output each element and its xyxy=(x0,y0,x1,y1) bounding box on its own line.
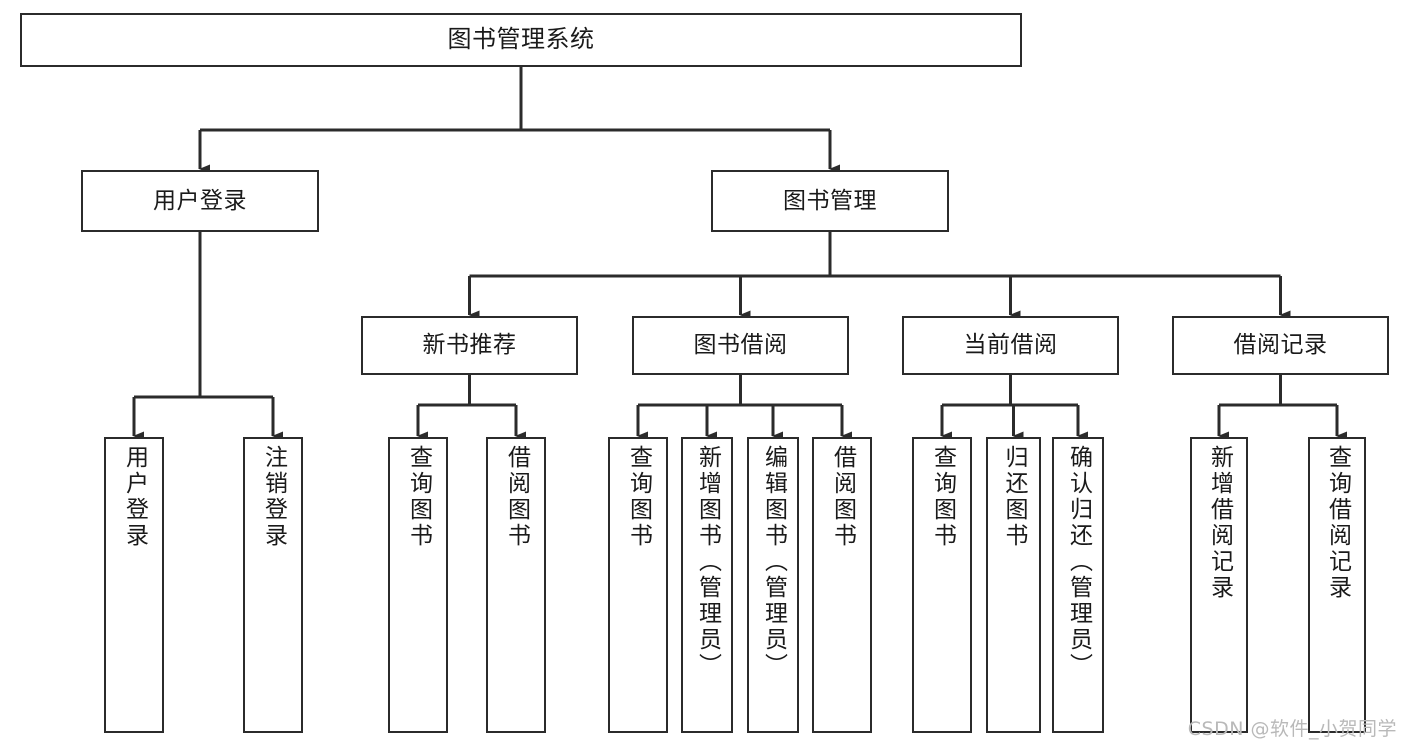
node-book-manage[interactable]: 图书管理 xyxy=(711,170,949,232)
node-leaf-return-book[interactable]: 归还图书 xyxy=(986,437,1041,733)
node-leaf-query-book-1-label: 查询图书 xyxy=(405,445,432,549)
node-book-borrow-label: 图书借阅 xyxy=(693,332,788,359)
node-leaf-add-book-admin-label: 新增图书（管理员） xyxy=(694,445,721,679)
node-leaf-return-book-label: 归还图书 xyxy=(1001,445,1027,549)
node-leaf-user-login-label: 用户登录 xyxy=(121,445,148,549)
node-current-borrow-label: 当前借阅 xyxy=(963,332,1058,359)
node-leaf-query-book-1[interactable]: 查询图书 xyxy=(388,437,448,733)
node-current-borrow[interactable]: 当前借阅 xyxy=(902,316,1119,375)
node-new-book-recommend[interactable]: 新书推荐 xyxy=(361,316,578,375)
node-user-login-label: 用户登录 xyxy=(153,187,247,214)
node-user-login[interactable]: 用户登录 xyxy=(81,170,319,232)
node-leaf-edit-book-admin[interactable]: 编辑图书（管理员） xyxy=(747,437,799,733)
node-leaf-query-book-2-label: 查询图书 xyxy=(625,445,652,549)
node-leaf-borrow-book-1-label: 借阅图书 xyxy=(503,445,530,549)
node-leaf-user-logout[interactable]: 注销登录 xyxy=(243,437,303,733)
node-book-manage-label: 图书管理 xyxy=(783,187,877,214)
node-root[interactable]: 图书管理系统 xyxy=(20,13,1022,67)
node-root-label: 图书管理系统 xyxy=(447,25,595,54)
node-leaf-query-borrow-record[interactable]: 查询借阅记录 xyxy=(1308,437,1366,733)
node-leaf-borrow-book-2-label: 借阅图书 xyxy=(829,445,856,549)
node-leaf-query-book-3-label: 查询图书 xyxy=(929,445,956,549)
node-borrow-record-label: 借阅记录 xyxy=(1233,332,1328,359)
node-leaf-query-borrow-record-label: 查询借阅记录 xyxy=(1324,445,1351,601)
node-leaf-confirm-return-admin-label: 确认归还（管理员） xyxy=(1065,445,1092,679)
node-book-borrow[interactable]: 图书借阅 xyxy=(632,316,849,375)
node-leaf-query-book-3[interactable]: 查询图书 xyxy=(912,437,972,733)
node-leaf-add-book-admin[interactable]: 新增图书（管理员） xyxy=(681,437,733,733)
node-leaf-add-borrow-record[interactable]: 新增借阅记录 xyxy=(1190,437,1248,733)
node-leaf-borrow-book-2[interactable]: 借阅图书 xyxy=(812,437,872,733)
node-leaf-edit-book-admin-label: 编辑图书（管理员） xyxy=(760,445,787,679)
node-leaf-add-borrow-record-label: 新增借阅记录 xyxy=(1206,445,1233,601)
node-leaf-user-login[interactable]: 用户登录 xyxy=(104,437,164,733)
node-leaf-query-book-2[interactable]: 查询图书 xyxy=(608,437,668,733)
node-new-book-recommend-label: 新书推荐 xyxy=(422,332,517,359)
node-leaf-borrow-book-1[interactable]: 借阅图书 xyxy=(486,437,546,733)
node-leaf-confirm-return-admin[interactable]: 确认归还（管理员） xyxy=(1052,437,1104,733)
watermark-text: CSDN @软件_小贺同学 xyxy=(1187,718,1397,740)
node-borrow-record[interactable]: 借阅记录 xyxy=(1172,316,1389,375)
node-leaf-user-logout-label: 注销登录 xyxy=(260,445,287,549)
